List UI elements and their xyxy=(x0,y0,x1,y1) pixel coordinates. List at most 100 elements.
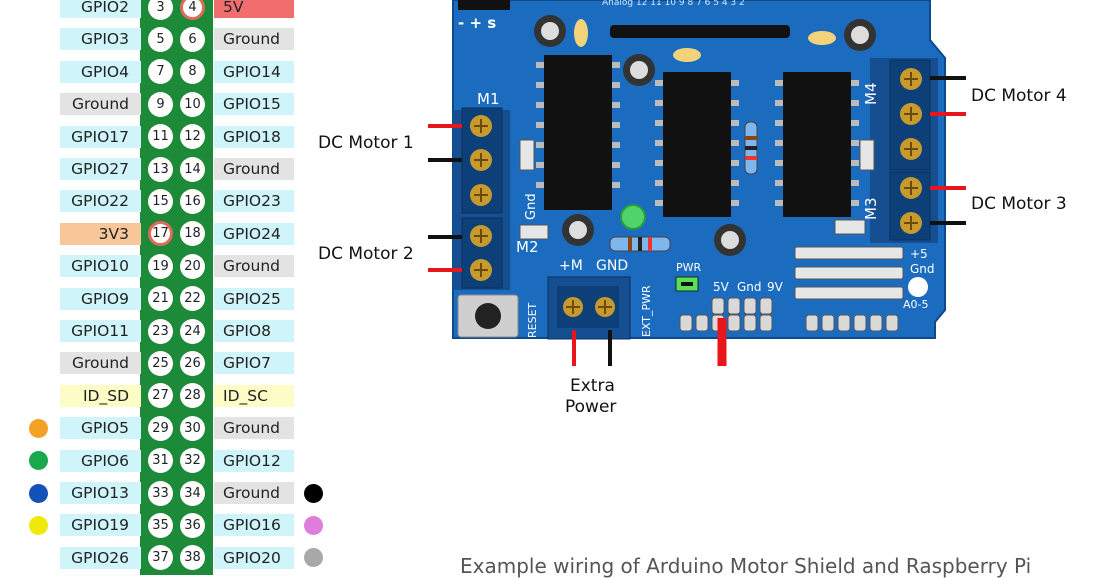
extra-power-label-line1: Extra xyxy=(570,376,615,396)
pin-number: 18 xyxy=(180,221,205,247)
pin-number: 32 xyxy=(180,448,205,474)
m3-label: M3 xyxy=(862,198,880,221)
pin-number: 5 xyxy=(148,26,173,52)
pin-label-left: ID_SD xyxy=(60,384,141,407)
gnd-vertical-label: Gnd xyxy=(524,193,539,220)
motor-shield-board: Analog 12 11 10 9 8 7 6 5 4 3 2 - + s xyxy=(452,0,946,340)
pin-label-left: GPIO6 xyxy=(60,449,141,472)
pin-number: 37 xyxy=(148,545,173,571)
5v-label: 5V xyxy=(713,280,730,294)
extra-power-label-line2: Power xyxy=(565,397,617,417)
pin-number: 10 xyxy=(180,91,205,117)
pin-number: 28 xyxy=(180,383,205,409)
pin-label-left: Ground xyxy=(60,352,141,375)
pin-number: 31 xyxy=(148,448,173,474)
pin-number: 30 xyxy=(180,415,205,441)
pin-number: 36 xyxy=(180,512,205,538)
pin-label-right: GPIO8 xyxy=(214,320,294,342)
wire-color-dot xyxy=(29,418,48,438)
servo-header xyxy=(458,0,510,10)
pin-label-right: GPIO20 xyxy=(214,546,294,569)
pin-label-left: GPIO2 xyxy=(60,0,141,18)
gnd-label: GND xyxy=(596,258,628,274)
wire-color-dot xyxy=(304,548,323,568)
pin-number: 34 xyxy=(180,480,205,506)
pin-label-left: Ground xyxy=(60,93,141,116)
pin-number: 4 xyxy=(180,0,205,20)
pin-label-left: GPIO19 xyxy=(60,514,141,537)
pin-number: 13 xyxy=(148,156,173,182)
pin-label-left: GPIO10 xyxy=(60,255,141,278)
pin-label-right: GPIO18 xyxy=(214,125,294,148)
pin-label-left: GPIO26 xyxy=(60,546,141,569)
dc-motor-2-label: DC Motor 2 xyxy=(318,244,414,264)
pin-label-right: Ground xyxy=(214,28,294,51)
mounting-hole xyxy=(908,277,928,297)
reset-button-cap[interactable] xyxy=(475,303,501,329)
pin-number: 15 xyxy=(148,188,173,214)
pin-label-right: 5V xyxy=(214,0,294,18)
pin-label-left: GPIO17 xyxy=(60,125,141,148)
small-component xyxy=(519,224,549,240)
small-component xyxy=(834,219,866,235)
pin-label-right: GPIO16 xyxy=(214,514,294,537)
m4-label: M4 xyxy=(862,83,880,106)
screw-terminals-left xyxy=(470,115,492,281)
wire-color-dot xyxy=(29,483,48,503)
pin-number: 29 xyxy=(148,415,173,441)
pin-label-left: GPIO13 xyxy=(60,482,141,504)
pin-label-right: Ground xyxy=(214,482,294,504)
plus-m-label: +M xyxy=(559,258,583,274)
pin-number: 14 xyxy=(180,156,205,182)
dc-motor-4-label: DC Motor 4 xyxy=(971,86,1067,106)
servo-header-label: - + s xyxy=(458,14,496,32)
wire-color-dot xyxy=(29,515,48,535)
gnd-right-label: Gnd xyxy=(910,262,935,276)
pin-label-left: GPIO22 xyxy=(60,190,141,213)
pin-label-left: GPIO5 xyxy=(60,417,141,440)
pin-number: 35 xyxy=(148,512,173,538)
crystal xyxy=(808,31,836,45)
pin-number: 27 xyxy=(148,383,173,409)
pin-number: 3 xyxy=(148,0,173,20)
wire-color-dot xyxy=(304,483,323,503)
analog-pin-grid xyxy=(794,246,904,300)
m2-label: M2 xyxy=(516,238,539,256)
9v-label: 9V xyxy=(767,280,784,294)
pin-number: 20 xyxy=(180,253,205,279)
screw-terminals-right xyxy=(900,68,922,234)
pin-label-left: GPIO27 xyxy=(60,158,141,180)
pin-label-left: 3V3 xyxy=(60,222,141,245)
m1-label: M1 xyxy=(477,90,500,108)
pin-number: 16 xyxy=(180,188,205,214)
dc-motor-1-label: DC Motor 1 xyxy=(318,133,414,153)
pin-number: 33 xyxy=(148,480,173,506)
pin-number: 6 xyxy=(180,26,205,52)
led xyxy=(620,204,646,230)
pin-label-right: GPIO24 xyxy=(214,222,294,245)
pin-number: 22 xyxy=(180,286,205,312)
pin-number: 21 xyxy=(148,286,173,312)
crystal xyxy=(673,48,701,62)
pin-label-right: GPIO7 xyxy=(214,352,294,375)
pin-number: 12 xyxy=(180,124,205,150)
pwr-label: PWR xyxy=(676,261,702,274)
pin-label-right: GPIO15 xyxy=(214,93,294,116)
a0-5-label: A0-5 xyxy=(903,298,929,311)
pin-number: 11 xyxy=(148,124,173,150)
pin-number: 26 xyxy=(180,350,205,376)
dc-motor-3-label: DC Motor 3 xyxy=(971,194,1067,214)
pin-number: 38 xyxy=(180,545,205,571)
top-pin-header xyxy=(610,25,790,38)
pin-label-right: Ground xyxy=(214,417,294,440)
ic-legs xyxy=(536,62,859,206)
pin-number: 25 xyxy=(148,350,173,376)
small-component xyxy=(519,139,535,171)
pin-label-right: Ground xyxy=(214,158,294,180)
pin-number: 19 xyxy=(148,253,173,279)
ext-pwr-label: EXT_PWR xyxy=(640,285,653,337)
pin-label-right: ID_SC xyxy=(214,384,294,407)
motor-driver-ic-1 xyxy=(544,55,612,210)
pin-label-right: Ground xyxy=(214,255,294,278)
pin-label-right: GPIO25 xyxy=(214,287,294,310)
